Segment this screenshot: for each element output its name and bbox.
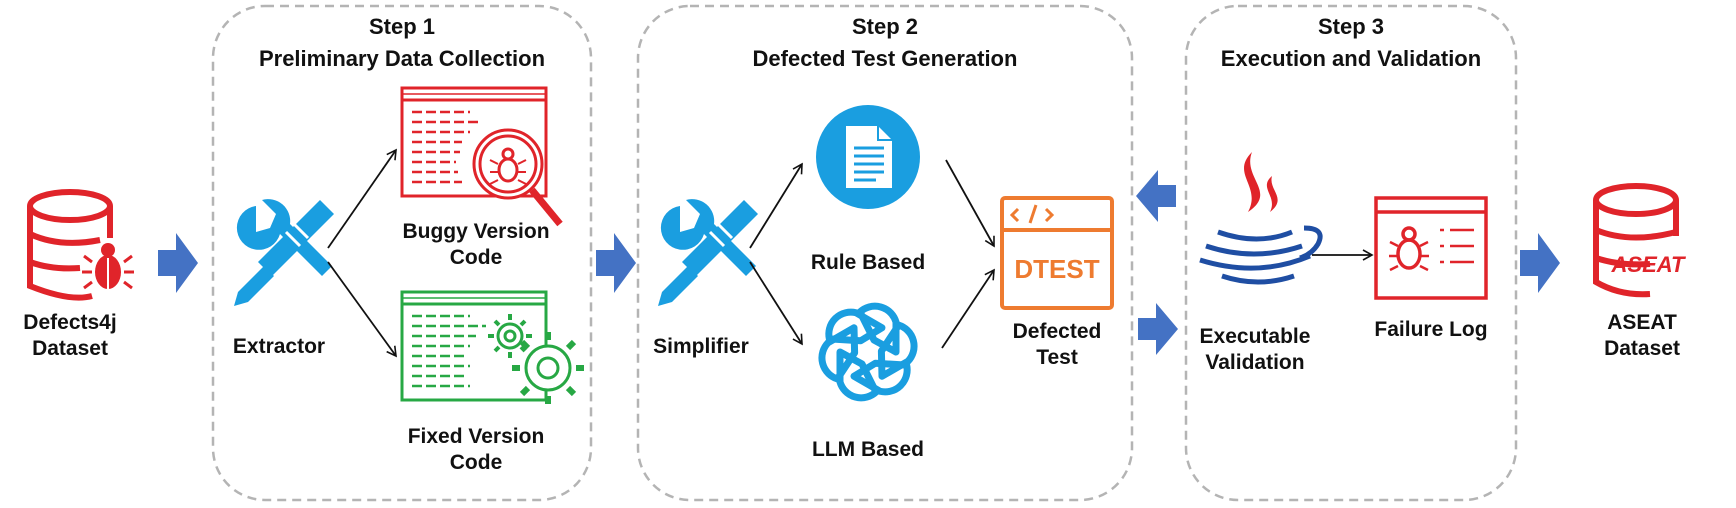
buggy-label: Buggy Version Code: [386, 219, 566, 271]
defected-test-line2: Test: [1036, 346, 1078, 369]
database-bug-icon: [27, 189, 134, 301]
openai-logo-icon: [818, 302, 918, 402]
aseat-line1: ASEAT: [1607, 311, 1677, 334]
step1-title: Preliminary Data Collection: [258, 46, 546, 71]
flow-arrow: [941, 268, 995, 349]
block-arrow: [158, 233, 198, 293]
block-arrow: [596, 233, 636, 293]
step1-number: Step 1: [368, 14, 436, 39]
buggy-code-window-icon: [400, 86, 563, 227]
step1-container: [211, 4, 593, 502]
buggy-line2: Code: [449, 246, 503, 269]
defects4j-label: Defects4j Dataset: [0, 310, 140, 362]
defects4j-line2: Dataset: [32, 337, 108, 360]
step2-title: Defected Test Generation: [752, 46, 1018, 71]
extractor-label: Extractor: [232, 335, 326, 358]
bug-log-icon: [1374, 196, 1488, 300]
fixed-line2: Code: [449, 451, 503, 474]
flow-arrow: [327, 148, 397, 249]
step3-container: [1184, 4, 1518, 502]
failure-log-label: Failure Log: [1374, 318, 1488, 341]
code-window-icon: [1000, 196, 1114, 310]
document-icon: [816, 105, 920, 209]
fixed-line1: Fixed Version: [407, 425, 545, 448]
executable-line2: Validation: [1205, 351, 1305, 374]
step2-container: [636, 4, 1134, 502]
aseat-line2: Dataset: [1604, 337, 1680, 360]
aseat-badge: ASEAT: [1611, 252, 1686, 277]
aseat-label: ASEAT Dataset: [1572, 310, 1712, 362]
executable-label: Executable Validation: [1180, 324, 1330, 376]
block-arrow-left: [1136, 170, 1176, 222]
buggy-line1: Buggy Version: [402, 220, 550, 243]
flow-arrow: [749, 261, 803, 346]
step2-number: Step 2: [851, 14, 919, 39]
defects4j-line1: Defects4j: [23, 311, 117, 334]
flow-arrow: [749, 162, 803, 249]
step3-title: Execution and Validation: [1220, 46, 1482, 71]
flow-arrow: [945, 159, 995, 248]
rule-based-label: Rule Based: [810, 251, 926, 274]
executable-line1: Executable: [1199, 325, 1311, 348]
database-icon: [1593, 183, 1679, 298]
java-logo-icon: [1199, 152, 1323, 285]
simplifier-label: Simplifier: [653, 335, 749, 358]
flow-arrow: [327, 261, 397, 358]
dtest-badge: DTEST: [1014, 254, 1099, 284]
step3-number: Step 3: [1317, 14, 1385, 39]
defected-test-line1: Defected: [1012, 320, 1102, 343]
tools-icon: [234, 199, 334, 306]
tools-icon: [658, 199, 758, 306]
fixed-label: Fixed Version Code: [386, 424, 566, 476]
defected-test-label: Defected Test: [992, 319, 1122, 371]
block-arrow: [1138, 303, 1178, 355]
block-arrow: [1520, 233, 1560, 293]
llm-based-label: LLM Based: [811, 438, 924, 461]
fixed-code-window-icon: [400, 290, 584, 404]
